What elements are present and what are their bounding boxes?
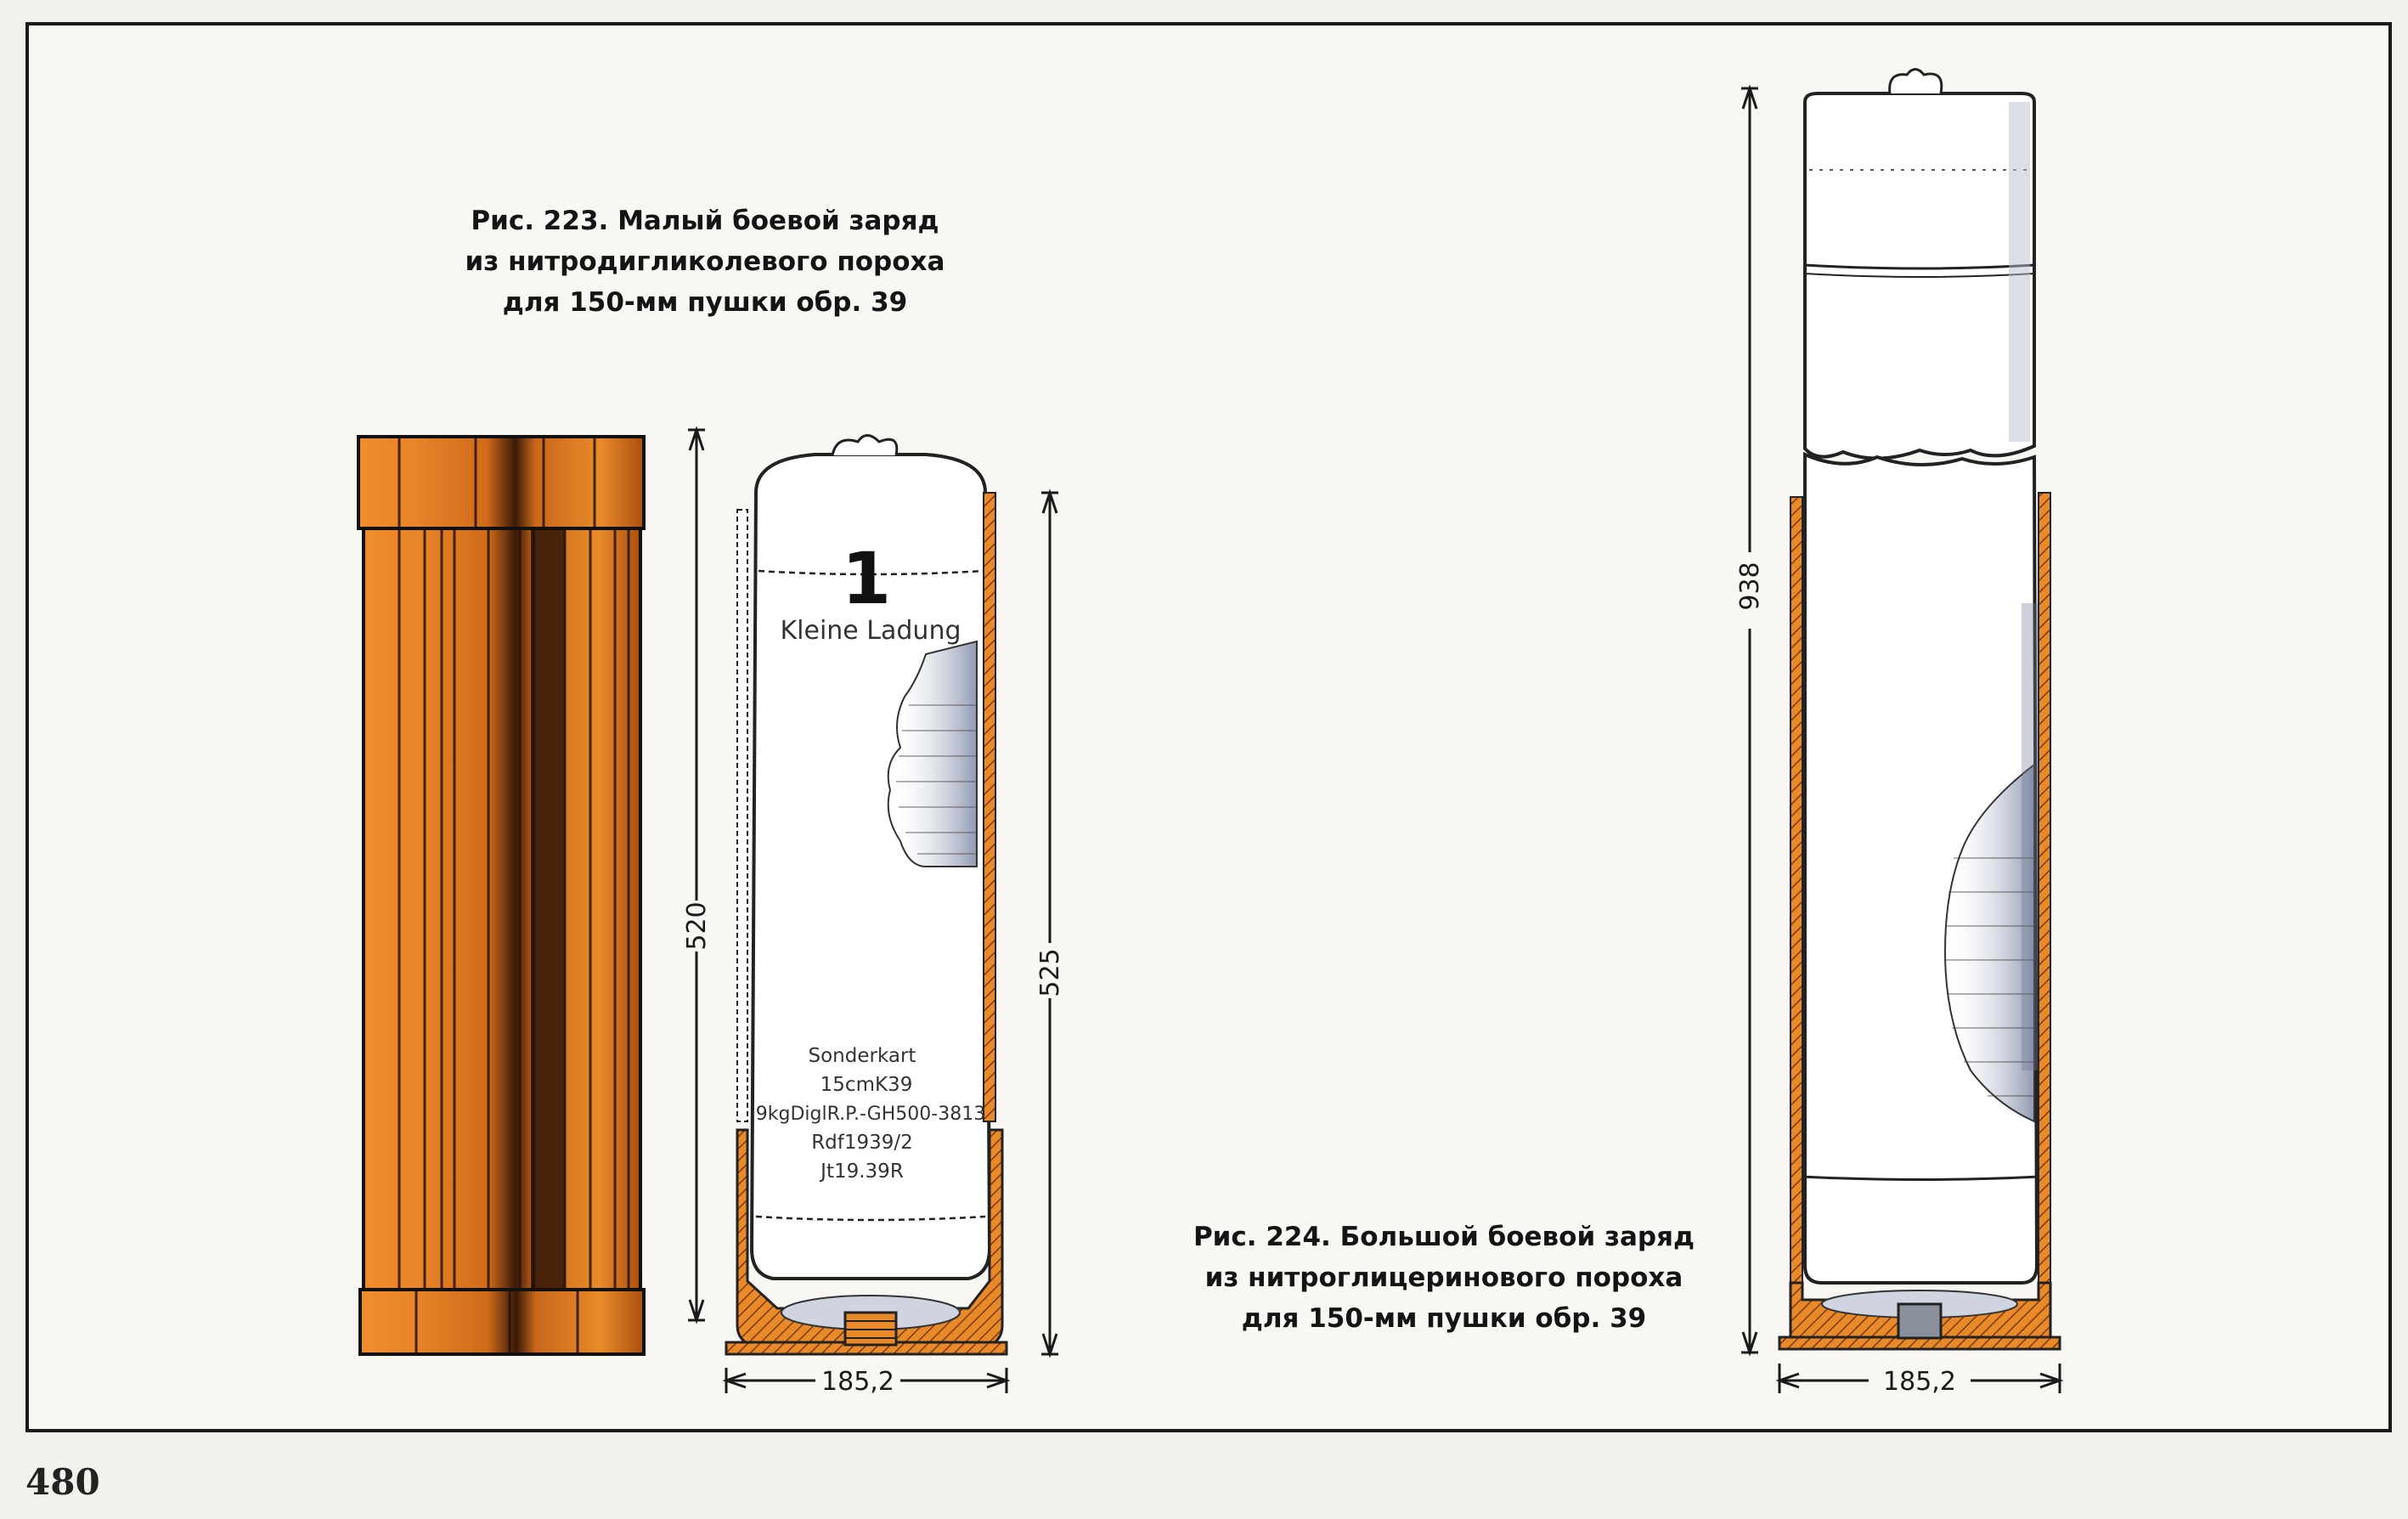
dimension-width-224-label: 185,2 [1883,1367,1956,1397]
caption-223-line-2: из нитродигликолевого пороха [465,246,945,277]
figure-224-caption: Рис. 224. Большой боевой заряд из нитрог… [1189,1217,1699,1339]
dimension-938-label: 938 [1735,562,1765,610]
page-number: 480 [25,1461,100,1503]
marking-title: Kleine Ladung [780,616,961,646]
figure-223-caption: Рис. 223. Малый боевой заряд из нитродиг… [442,200,968,323]
dimension-520 [688,426,705,1324]
dimension-width-224 [1775,1364,2064,1393]
label-line-2: 15cmK39 [821,1074,913,1096]
label-line-4: Rdf1939/2 [811,1132,913,1154]
closed-cartridge-case [357,435,646,1356]
caption-223-line-3: для 150-мм пушки обр. 39 [502,287,908,318]
dimension-520-label: 520 [682,901,712,950]
dimension-width-223-label: 185,2 [821,1367,894,1397]
dimension-938 [1741,84,1758,1357]
label-line-5: Jt19.39R [819,1160,904,1183]
label-line-1: Sonderkart [809,1045,916,1067]
caption-224-line-1: Рис. 224. Большой боевой заряд [1193,1222,1695,1252]
caption-224-line-2: из нитроглицеринового пороха [1204,1262,1683,1293]
large-charge-sectional-view [1778,68,2061,1351]
dimension-525-label: 525 [1035,948,1065,997]
dimension-width-223 [722,1368,1011,1393]
marking-number: 1 [842,537,891,620]
label-line-3: 9kgDiglR.P.-GH500-3813 [756,1104,985,1125]
dimension-525 [1041,488,1058,1358]
charge-sectional-view [725,434,1008,1356]
caption-224-line-3: для 150-мм пушки обр. 39 [1241,1303,1647,1334]
caption-223-line-1: Рис. 223. Малый боевой заряд [471,206,939,236]
